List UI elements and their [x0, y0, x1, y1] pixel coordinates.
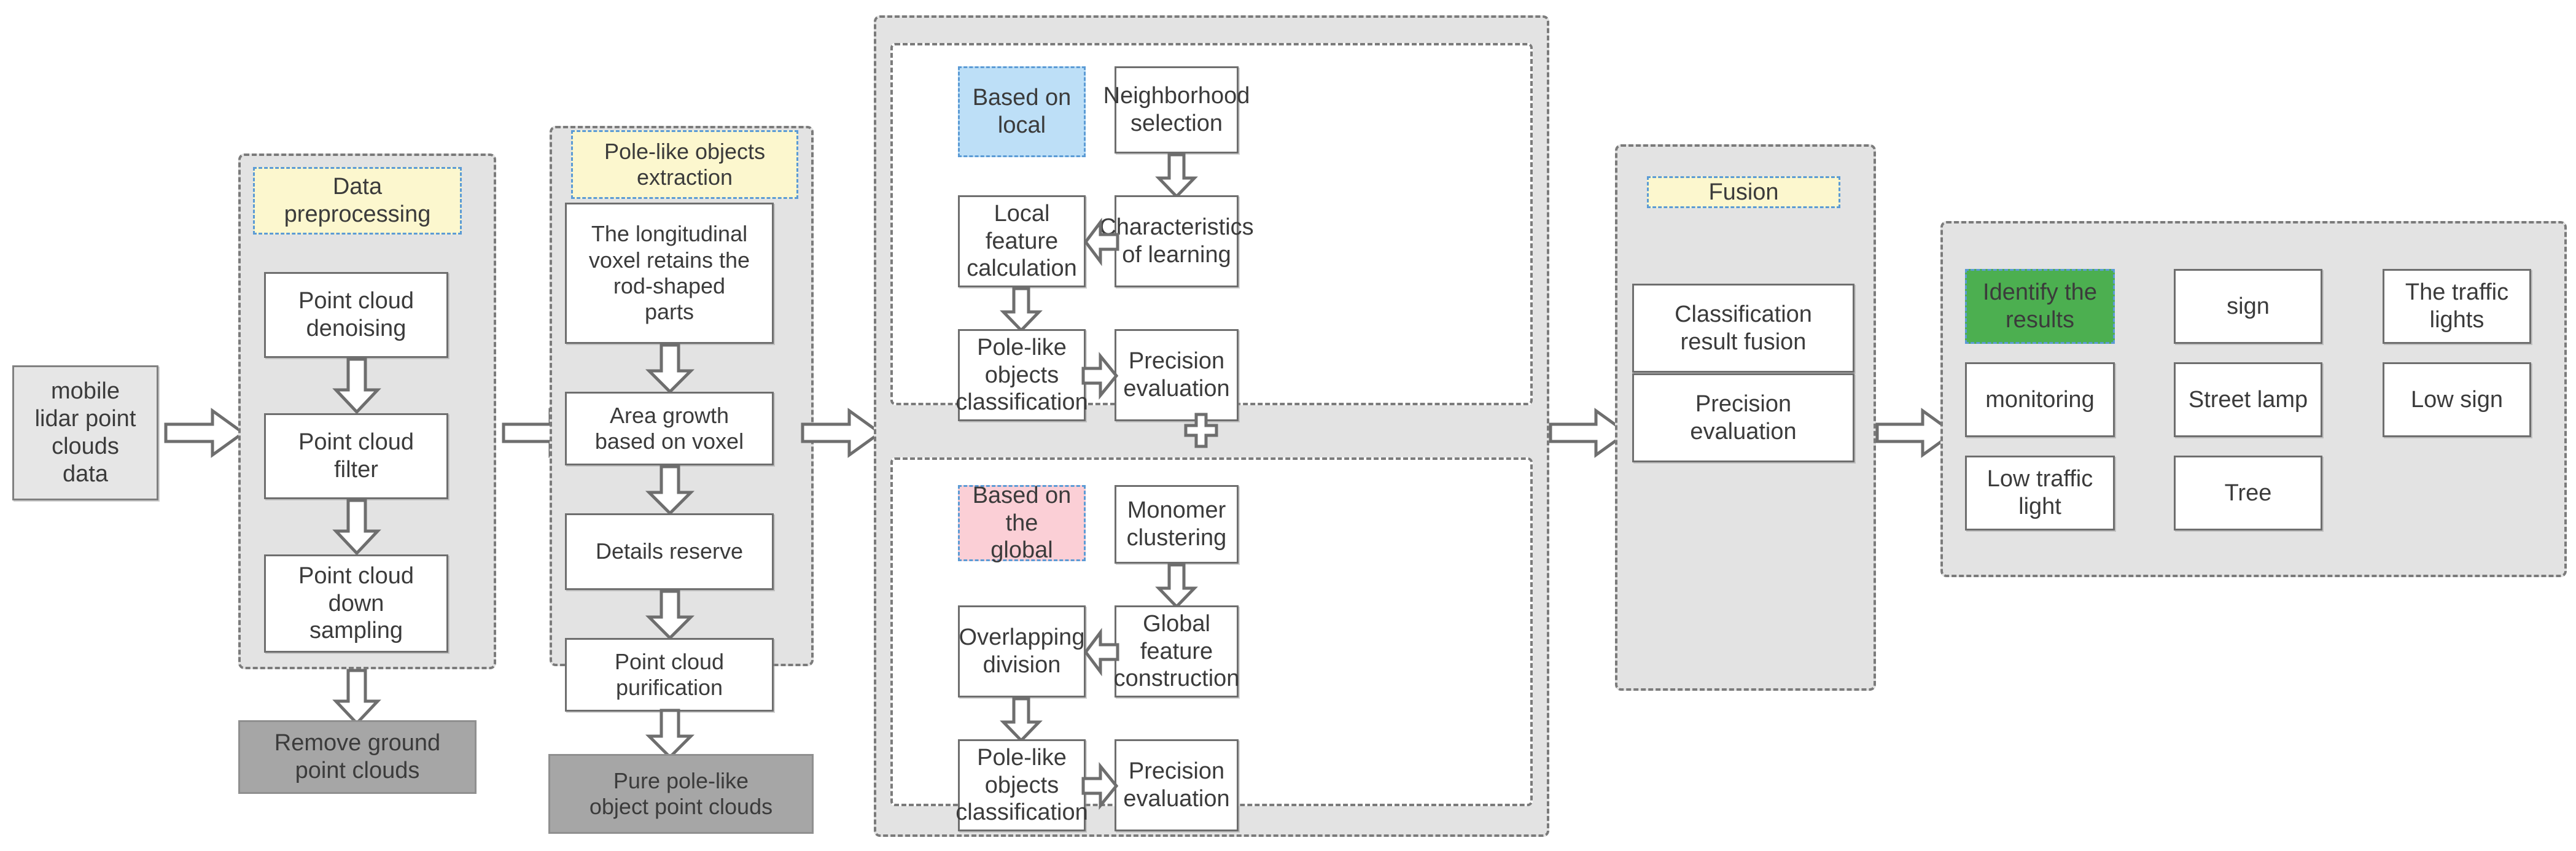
fusion-title-label: Fusion [1708, 179, 1779, 205]
fusion-title-chip: Fusion [1647, 176, 1840, 208]
results-item-low-sign: Low sign [2383, 362, 2531, 437]
based-on-local-chip: Based on local [958, 66, 1086, 157]
results-item-tree-label: Tree [2224, 480, 2272, 506]
results-item-monitoring-label: monitoring [1985, 386, 2095, 413]
based-on-local-label: Based on local [972, 85, 1072, 138]
results-item-street-lamp: Street lamp [2174, 362, 2322, 437]
extraction-step-details-reserve: Details reserve [565, 513, 774, 590]
arrow-preprocessing-to-ground-removal [332, 669, 381, 726]
results-item-low-sign-label: Low sign [2411, 386, 2503, 413]
results-item-street-lamp-label: Street lamp [2188, 386, 2308, 413]
results-item-monitoring: monitoring [1965, 362, 2115, 437]
arrow-input-to-preprocessing [164, 408, 246, 458]
results-item-sign: sign [2174, 269, 2322, 344]
arrow-extraction-to-pure-clouds [645, 709, 695, 760]
extraction-step-details-reserve-label: Details reserve [595, 538, 744, 564]
results-item-tree: Tree [2174, 456, 2322, 530]
results-item-sign-label: sign [2227, 293, 2270, 319]
